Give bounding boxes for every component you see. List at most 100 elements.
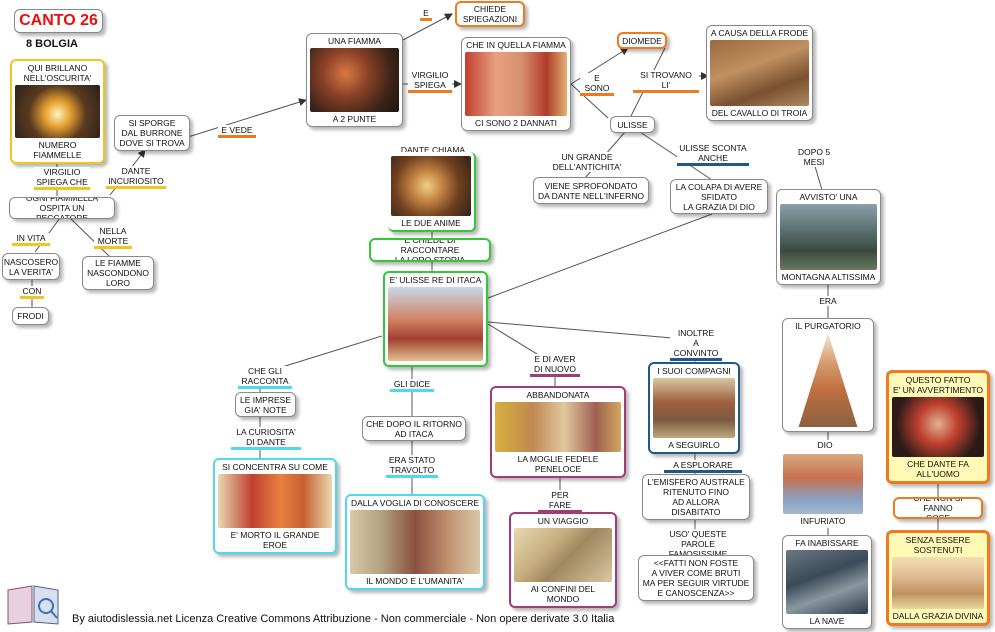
node-le-fiamme[interactable]: LE FIAMME NASCONDONO LORO: [82, 256, 154, 290]
link-nella-morte: NELLA MORTE: [94, 226, 132, 249]
node-questo-fatto[interactable]: QUESTO FATTO E' UN AVVERTIMENTO CHE DANT…: [886, 370, 990, 484]
node-text: OGNI FIAMMELLA OSPITA UN PECCATORE: [25, 197, 99, 219]
node-text: E CHIEDE DI RACCONTARE LA LORO STORIA: [394, 238, 466, 262]
link-e-sono: E SONO: [580, 73, 614, 96]
link-dio: DIO: [814, 440, 836, 450]
node-caption: DALLA GRAZIA DIVINA: [892, 611, 984, 621]
node-text: LE FIAMME NASCONDONO LORO: [87, 258, 149, 288]
node-il-purgatorio[interactable]: IL PURGATORIO: [782, 318, 874, 432]
souls-flame-image: [391, 156, 471, 216]
node-text: ULISSE: [617, 119, 648, 130]
node-caption: INFURIATO: [800, 516, 846, 526]
license-footer: By aiutodislessia.net Licenza Creative C…: [72, 613, 615, 625]
node-una-fiamma[interactable]: UNA FIAMMA A 2 PUNTE: [306, 33, 403, 127]
node-dalla-voglia[interactable]: DALLA VOGLIA DI CONOSCERE IL MONDO E L'U…: [345, 494, 485, 590]
companions-ship-image: [653, 378, 735, 438]
dante-portrait-image: [892, 397, 984, 457]
node-caption: LA NAVE: [809, 616, 845, 626]
node-ulisse[interactable]: ULISSE: [610, 116, 655, 133]
node-text: CHE NON SI FANNO COSE: [913, 497, 963, 519]
node-ogni-fiammella[interactable]: OGNI FIAMMELLA OSPITA UN PECCATORE: [9, 197, 115, 219]
link-che-gli-racconta: CHE GLI RACCONTA: [238, 366, 292, 389]
node-caption: MONTAGNA ALTISSIMA: [781, 272, 876, 282]
node-caption: DEL CAVALLO DI TROIA: [711, 108, 808, 118]
node-caption: A SEGUIRLO: [668, 440, 720, 450]
shipwreck-image: [786, 550, 868, 614]
node-text: IL PURGATORIO: [795, 321, 861, 331]
flame-two-points-image: [310, 48, 399, 112]
node-la-colapa[interactable]: LA COLAPA DI AVERE SFIDATO LA GRAZIA DI …: [670, 179, 768, 214]
penelope-image: [495, 402, 621, 452]
node-abbandonata[interactable]: ABBANDONATA LA MOGLIE FEDELE PENELOCE: [490, 386, 626, 478]
node-text: AVVISTO' UNA: [799, 192, 858, 202]
node-si-concentra[interactable]: SI CONCENTRA SU COME E' MORTO IL GRANDE …: [213, 458, 337, 554]
two-damned-image: [465, 52, 567, 116]
node-caption: CHE DANTE FA ALL'UOMO: [907, 459, 969, 479]
link-per-fare: PER FARE: [538, 490, 582, 513]
node-text: L'EMISFERO AUSTRALE RITENUTO FINO AD ALL…: [647, 477, 745, 517]
node-si-sporge[interactable]: SI SPORGE DAL BURRONE DOVE SI TROVA: [114, 115, 190, 151]
voyage-map-image: [514, 528, 612, 582]
node-le-imprese[interactable]: LE IMPRESE GIA' NOTE: [235, 392, 296, 417]
node-text: SENZA ESSERE SOSTENUTI: [905, 535, 971, 555]
node-caption: LA MOGLIE FEDELE PENELOCE: [517, 454, 599, 474]
node-text: ABBANDONATA: [526, 390, 590, 400]
odyssey-scene-image: [350, 510, 480, 574]
trojan-horse-image: [710, 40, 809, 106]
link-virgilio-spiega-che: VIRGILIO SPIEGA CHE: [34, 167, 90, 190]
node-diomede[interactable]: DIOMEDE: [617, 32, 667, 49]
god-image: [783, 454, 863, 514]
node-qui-brillano[interactable]: QUI BRILLANO NELL'OSCURITA' NUMERO FIAMM…: [10, 59, 105, 164]
node-caption: E' MORTO IL GRANDE EROE: [230, 530, 320, 550]
node-text: QUI BRILLANO NELL'OSCURITA': [23, 63, 92, 83]
node-frodi[interactable]: FRODI: [12, 307, 49, 325]
node-emisfero[interactable]: L'EMISFERO AUSTRALE RITENUTO FINO AD ALL…: [642, 474, 750, 520]
node-un-viaggio[interactable]: UN VIAGGIO AI CONFINI DEL MONDO: [509, 512, 617, 608]
node-text: FA INABISSARE: [795, 538, 859, 548]
node-text: VIENE SPROFONDATO DA DANTE NELL'INFERNO: [537, 180, 644, 201]
node-che-non-si[interactable]: CHE NON SI FANNO COSE: [893, 497, 983, 519]
node-e-chiede[interactable]: E CHIEDE DI RACCONTARE LA LORO STORIA: [369, 238, 491, 262]
link-a-esplorare: A ESPLORARE: [664, 460, 742, 473]
node-text: LE IMPRESE GIA' NOTE: [239, 394, 292, 415]
christ-image: [892, 557, 984, 609]
node-caption: LE DUE ANIME: [401, 218, 461, 228]
node-infuriato[interactable]: INFURIATO: [780, 450, 866, 528]
node-chiede-spiegazioni[interactable]: CHIEDE SPIEGAZIONI: [455, 1, 525, 27]
node-avvisto[interactable]: AVVISTO' UNA MONTAGNA ALTISSIMA: [776, 189, 881, 285]
node-fatti-non-foste[interactable]: <<FATTI NON FOSTE A VIVER COME BRUTI MA …: [638, 555, 754, 601]
node-senza-essere[interactable]: SENZA ESSERE SOSTENUTI DALLA GRAZIA DIVI…: [886, 530, 990, 626]
node-text: I SUOI COMPAGNI: [657, 366, 731, 376]
node-che-in-quella[interactable]: CHE IN QUELLA FIAMMA CI SONO 2 DANNATI: [461, 37, 571, 131]
mountain-image: [780, 204, 877, 270]
link-un-grande: UN GRANDE DELL'ANTICHITA': [548, 152, 626, 172]
node-caption: AI CONFINI DEL MONDO: [530, 584, 596, 604]
node-che-dopo[interactable]: CHE DOPO IL RITORNO AD ITACA: [362, 416, 466, 441]
node-caption: A 2 PUNTE: [332, 114, 377, 124]
node-text: SI SPORGE DAL BURRONE DOVE SI TROVA: [119, 118, 185, 148]
node-text: SI CONCENTRA SU COME: [222, 462, 328, 472]
link-era: ERA: [816, 296, 840, 306]
node-fa-inabissare[interactable]: FA INABISSARE LA NAVE: [782, 535, 872, 629]
node-caption: IL MONDO E L'UMANITA': [366, 576, 464, 586]
node-ulisse-re[interactable]: E' ULISSE RE DI ITACA: [383, 271, 488, 367]
page-title: CANTO 26: [14, 9, 103, 33]
link-in-vita: IN VITA: [12, 233, 50, 246]
node-caption: NUMERO FIAMMELLE: [33, 140, 82, 160]
node-viene-sprofondato[interactable]: VIENE SPROFONDATO DA DANTE NELL'INFERNO: [533, 177, 649, 204]
node-text: NASCOSERO LA VERITA': [3, 256, 59, 277]
link-dante-incuriosito: DANTE INCURIOSITO: [106, 166, 166, 189]
node-dante-chiama-label: DANTE CHIAMA: [393, 145, 473, 155]
page-subtitle: 8 BOLGIA: [26, 38, 78, 50]
dante-virgil-flames-image: [218, 474, 332, 528]
node-i-suoi-compagni[interactable]: I SUOI COMPAGNI A SEGUIRLO: [648, 362, 740, 454]
link-ulisse-sconta: ULISSE SCONTA ANCHE: [677, 143, 749, 166]
node-a-causa-frode[interactable]: A CAUSA DELLA FRODE DEL CAVALLO DI TROIA: [706, 25, 813, 121]
node-nascosero[interactable]: NASCOSERO LA VERITA': [2, 253, 60, 280]
link-dopo-5-mesi: DOPO 5 MESI: [794, 147, 834, 167]
node-text: UN VIAGGIO: [537, 516, 589, 526]
node-text: UNA FIAMMA: [328, 36, 381, 46]
node-dante-chiama[interactable]: LE DUE ANIME: [388, 152, 476, 232]
node-text: DALLA VOGLIA DI CONOSCERE: [350, 498, 479, 508]
node-text: CHE DOPO IL RITORNO AD ITACA: [366, 418, 462, 439]
